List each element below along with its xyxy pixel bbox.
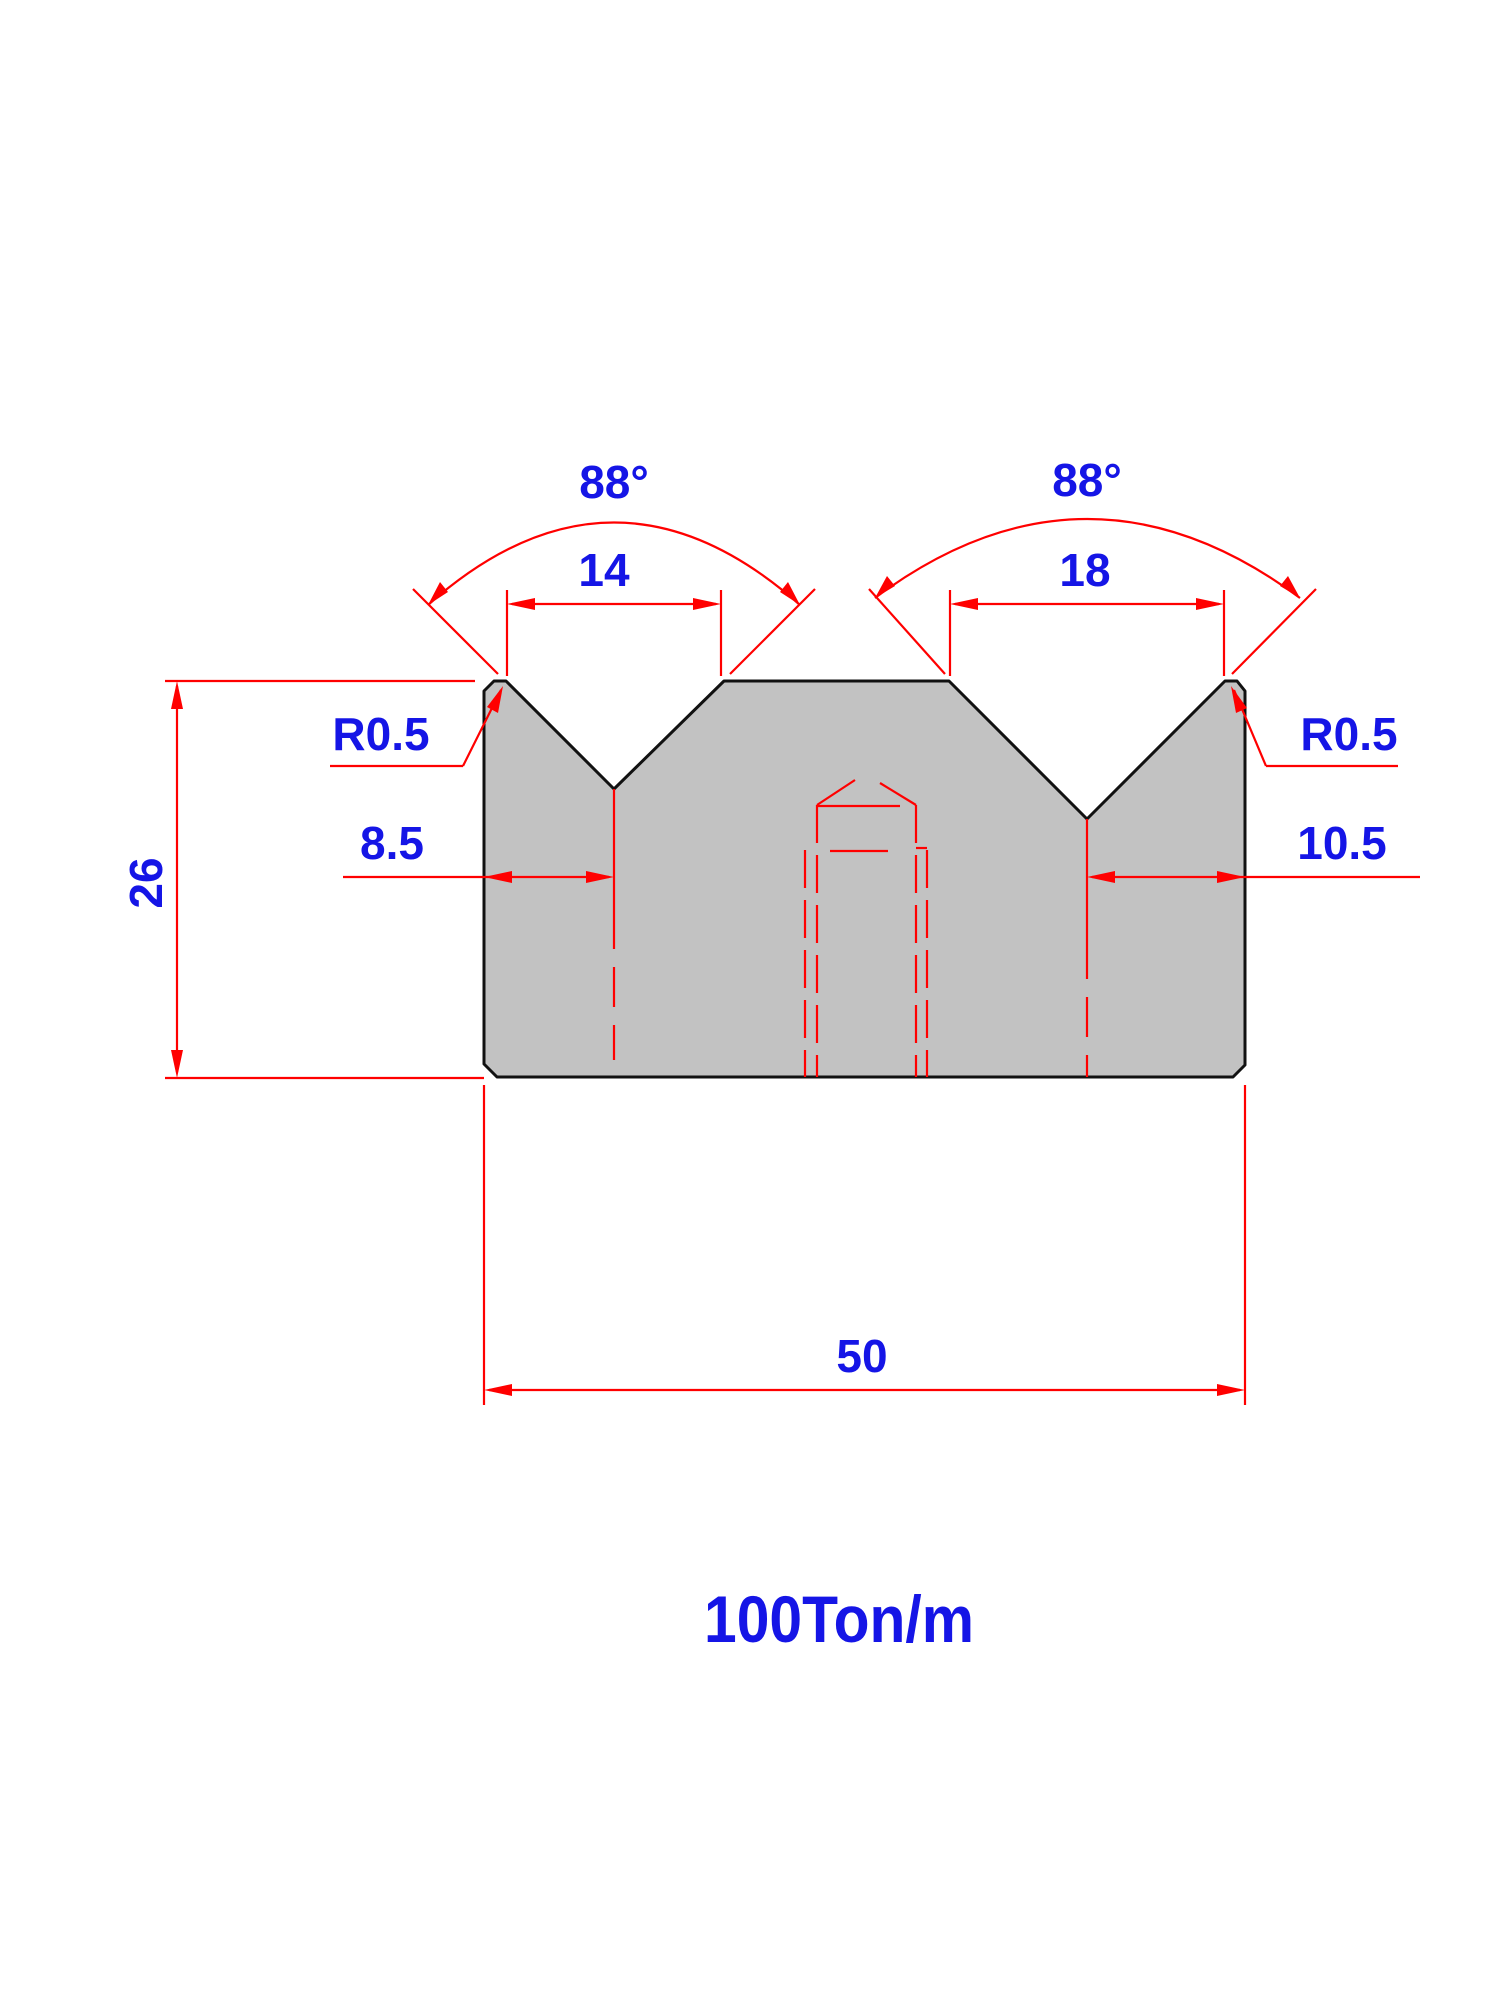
hidden-slot: [803, 779, 929, 1077]
right-v-width-label: 18: [1059, 544, 1110, 596]
left-v-width-dimension: [505, 590, 723, 676]
offset-left-label: 8.5: [360, 817, 424, 869]
radius-left-label: R0.5: [332, 708, 429, 760]
total-width-dimension: [482, 1085, 1247, 1405]
total-width-label: 50: [836, 1330, 887, 1382]
left-v-width-label: 14: [578, 544, 630, 596]
die-body: [482, 679, 1247, 1079]
radius-right-label: R0.5: [1300, 708, 1397, 760]
right-v-angle-dimension: [868, 518, 1317, 675]
height-label: 26: [120, 857, 172, 908]
right-v-width-dimension: [948, 590, 1226, 676]
right-v-angle-label: 88°: [1052, 454, 1122, 506]
left-v-angle-label: 88°: [579, 456, 649, 508]
offset-left-dimension: [343, 871, 614, 883]
height-dimension: [165, 679, 484, 1080]
left-v-angle-dimension: [412, 521, 816, 675]
radius-left-leader: [330, 686, 503, 768]
radius-right-leader: [1231, 686, 1398, 768]
offset-right-label: 10.5: [1297, 817, 1387, 869]
offset-right-dimension: [1087, 871, 1420, 883]
capacity-label: 100Ton/m: [704, 1582, 974, 1656]
